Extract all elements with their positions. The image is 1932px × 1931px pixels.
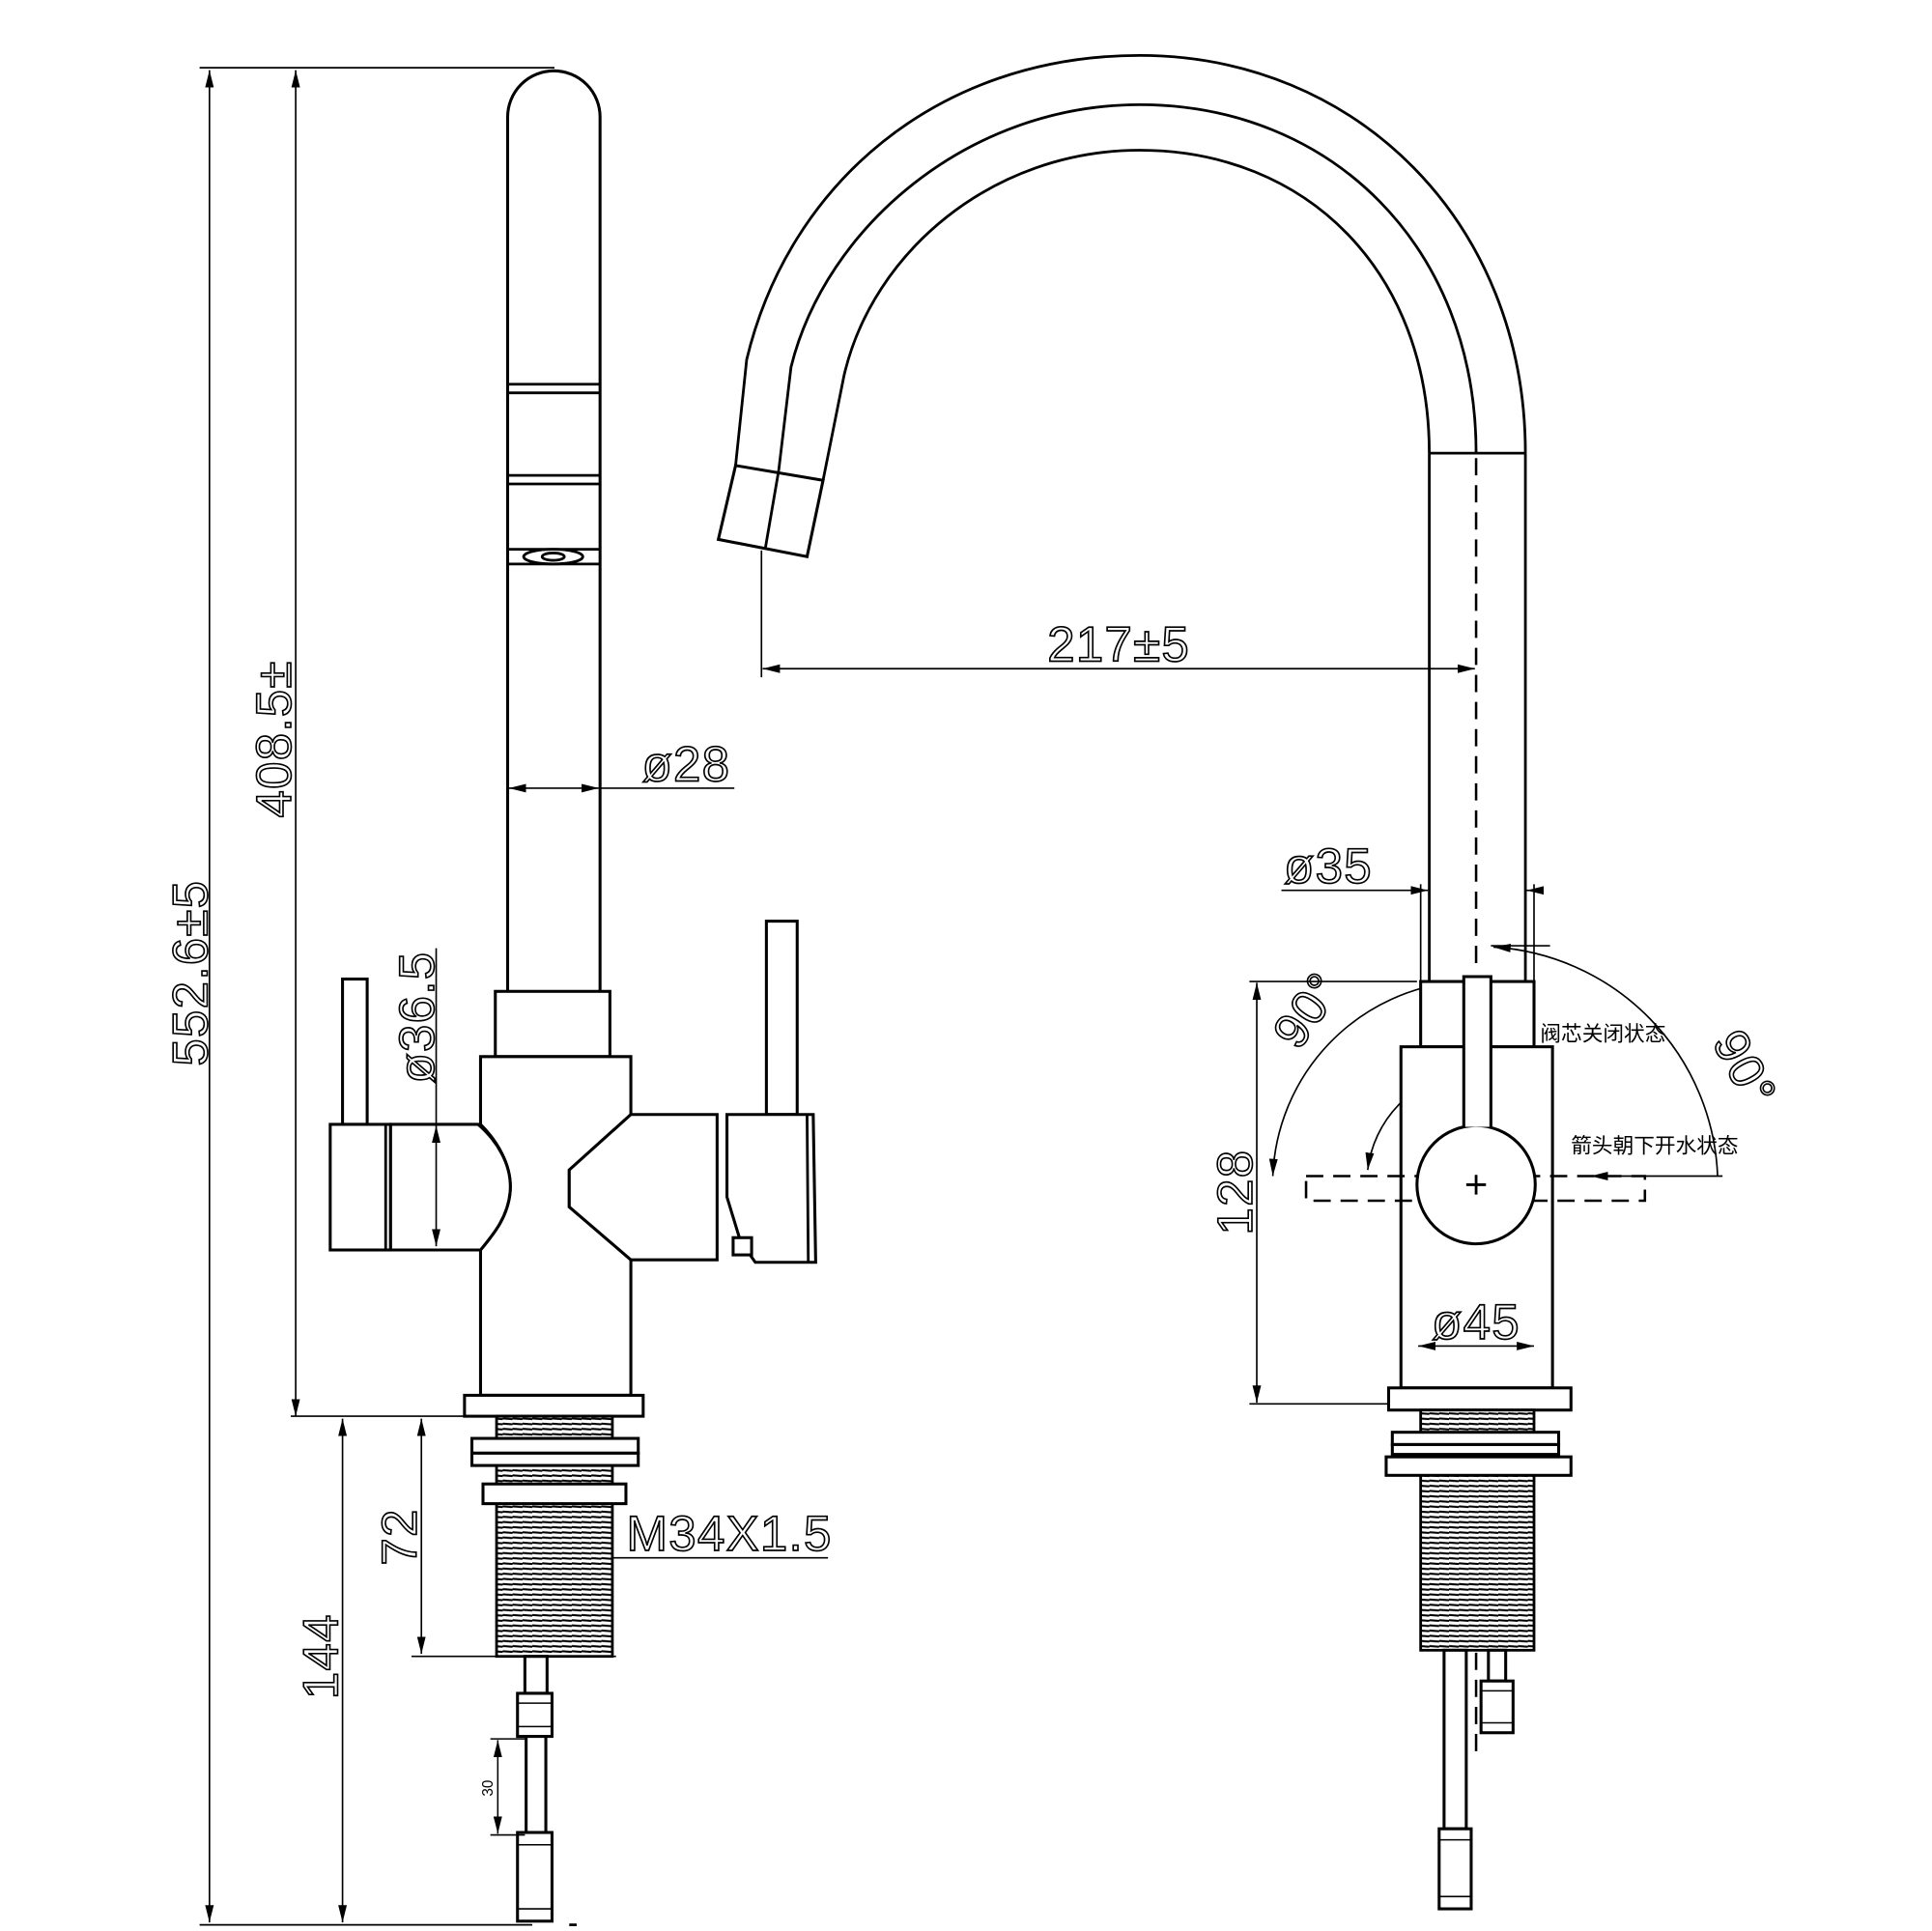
hose-fitting xyxy=(516,1691,554,1739)
right-handle-edge xyxy=(806,1114,810,1263)
left-handle-housing xyxy=(328,1122,392,1252)
aerator-center xyxy=(540,552,566,562)
spout-middle-curve xyxy=(777,102,1478,471)
right-angle-arc xyxy=(1492,944,1719,1177)
base-plate xyxy=(463,1393,645,1418)
right-handle-stop xyxy=(731,1235,753,1257)
front-view: 217±5 ø35 90° 90° 阀芯关闭状态 箭头朝下开水状态 128 xyxy=(716,53,1788,1911)
spout-nozzle-divider xyxy=(763,469,781,550)
closed-position-lever xyxy=(1462,975,1492,1127)
left-lever xyxy=(341,977,369,1126)
front-base-plate xyxy=(1386,1386,1573,1412)
closed-state-label: 阀芯关闭状态 xyxy=(1540,1022,1665,1046)
mounting-washer xyxy=(469,1451,640,1467)
spout-height-label: 408.5± xyxy=(246,660,301,817)
left-angle-label: 90° xyxy=(1262,962,1351,1058)
open-state-label: 箭头朝下开水状态 xyxy=(1571,1134,1738,1158)
left-connector xyxy=(388,1122,512,1252)
fitting-length-label: 30 xyxy=(480,1780,497,1797)
spout-diameter-label: ø28 xyxy=(642,736,731,791)
front-mounting-washer xyxy=(1390,1442,1561,1457)
front-second-hose-pipe xyxy=(1487,1648,1508,1683)
front-hose-pipe xyxy=(1442,1648,1468,1831)
spout-outer-curve xyxy=(734,53,1527,467)
body-height-label: 128 xyxy=(1208,1150,1263,1235)
handle-diameter-label: ø45 xyxy=(1432,1294,1520,1349)
spout-tube xyxy=(505,69,602,992)
front-second-hose-fitting xyxy=(1479,1679,1515,1735)
reach-label: 217±5 xyxy=(1047,617,1190,672)
spout-collar xyxy=(494,989,611,1059)
collar-diameter-label: ø35 xyxy=(1284,838,1373,894)
mounting-nut xyxy=(481,1482,628,1506)
shank-length-label: 72 xyxy=(372,1508,427,1565)
right-connector xyxy=(567,1113,719,1262)
side-view: 552.6±5 408.5± ø28 xyxy=(161,67,833,1927)
right-lever xyxy=(764,920,799,1117)
hose-pipe xyxy=(523,1655,549,1695)
front-mounting-washer xyxy=(1390,1431,1561,1446)
right-angle-label: 90° xyxy=(1702,1021,1787,1116)
aerator-outlet xyxy=(522,548,584,566)
front-hose-end-fitting xyxy=(1437,1827,1473,1911)
front-mounting-nut xyxy=(1384,1455,1573,1477)
spout-inner-curve xyxy=(821,149,1431,481)
hose-pipe xyxy=(525,1735,548,1834)
hose-end-fitting xyxy=(516,1831,554,1923)
thread-spec-label: M34X1.5 xyxy=(627,1506,833,1561)
right-handle xyxy=(725,1113,817,1264)
body-diameter-label: ø36.5 xyxy=(389,951,444,1084)
overall-height-label: 552.6±5 xyxy=(162,880,217,1066)
mounting-washer xyxy=(469,1436,640,1455)
below-deck-length-label: 144 xyxy=(293,1613,348,1699)
